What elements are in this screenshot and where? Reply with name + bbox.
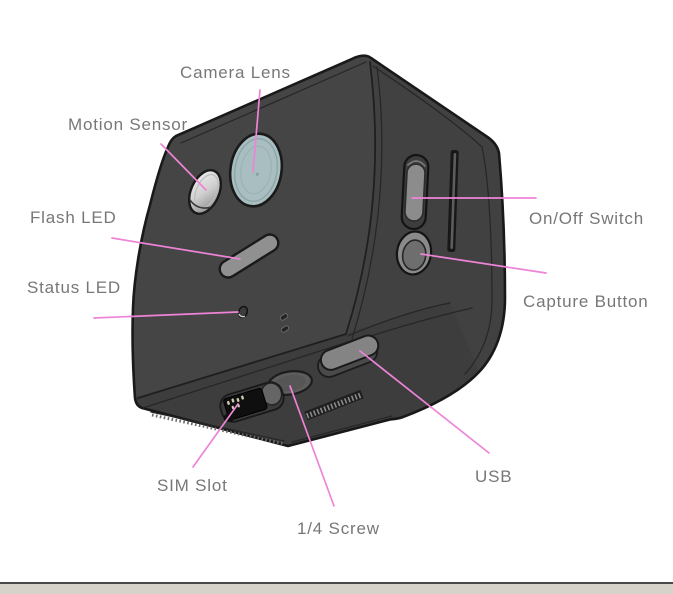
strap-slot-feature [447, 149, 459, 253]
flash-led-feature [218, 233, 280, 279]
usb-port-feature [317, 334, 380, 378]
page-bottom-divider [0, 582, 673, 594]
bottom-serrated-edge [151, 413, 286, 446]
top-right-bevel-line [372, 65, 483, 148]
label-on-off-switch: On/Off Switch [529, 209, 644, 228]
front-bottom-fold-line [137, 333, 347, 399]
label-sim-slot: SIM Slot [157, 476, 228, 495]
front-right-fold-line [345, 61, 377, 335]
vent-ribs-feature [304, 389, 364, 421]
leader-line-status-led [93, 311, 239, 319]
leader-lines [93, 89, 547, 507]
leader-line-motion-sensor [160, 143, 207, 191]
label-camera-lens: Camera Lens [180, 63, 291, 82]
label-flash-led: Flash LED [30, 208, 117, 227]
bottom-bevel-left [150, 411, 285, 442]
label-capture-button: Capture Button [523, 292, 649, 311]
label-quarter-screw: 1/4 Screw [297, 519, 380, 538]
body-silhouette [131, 54, 507, 448]
capture-button-feature [395, 230, 433, 276]
leader-line-usb [359, 350, 490, 454]
sim-pins [226, 395, 244, 410]
leader-line-quarter-screw [289, 385, 335, 507]
label-status-led: Status LED [27, 278, 121, 297]
right-bottom-fold-line [347, 302, 451, 337]
on-off-switch-feature [400, 153, 430, 231]
label-usb: USB [475, 467, 513, 486]
camera-lens-feature [228, 132, 284, 208]
leader-line-camera-lens [252, 89, 261, 173]
label-motion-sensor: Motion Sensor [68, 115, 189, 134]
front-bottom-fold-inner [142, 340, 352, 409]
leader-line-sim-slot [192, 403, 239, 468]
top-left-bevel-line [180, 61, 367, 144]
mic-holes [279, 313, 290, 333]
leader-line-flash-led [111, 237, 241, 260]
leader-line-capture-button [420, 253, 547, 274]
status-led-feature [237, 305, 249, 319]
right-back-edge-line [464, 146, 493, 375]
front-right-fold-inner [351, 66, 383, 340]
